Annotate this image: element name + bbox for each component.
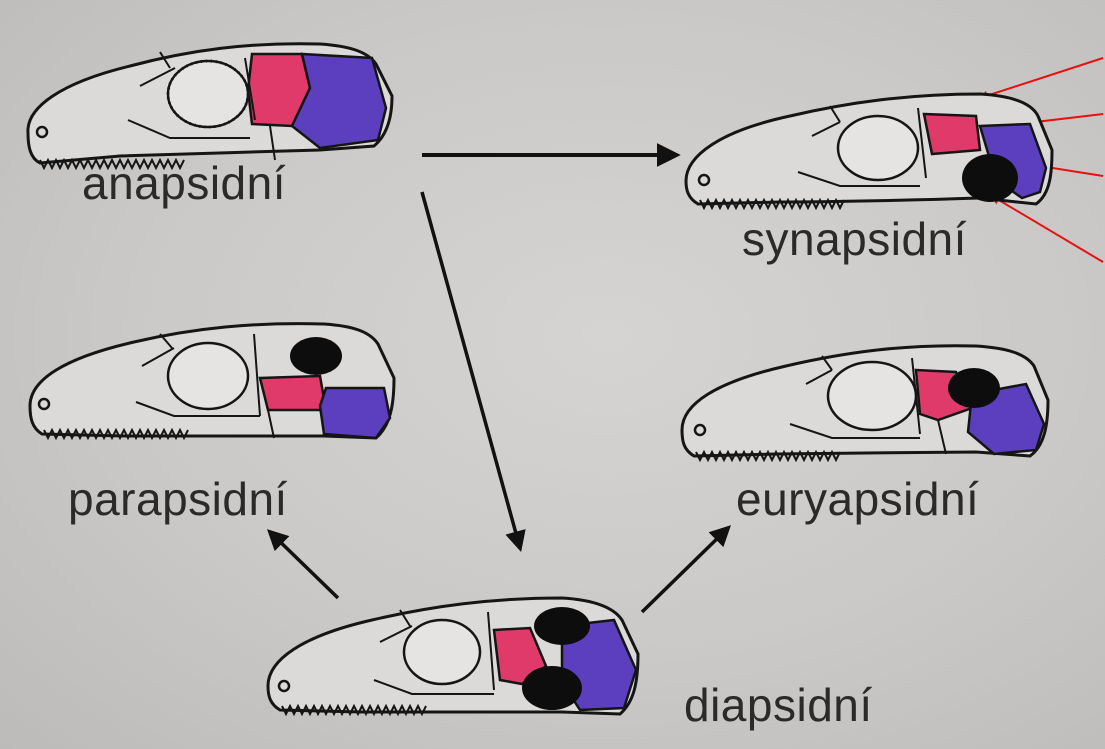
diapsid-skull [262,590,652,740]
temporal-fenestra [948,368,1000,408]
postorbital-bone [260,376,326,410]
euryapsid-label: euryapsidní [736,476,979,522]
orbit [828,362,916,430]
temporal-fenestra [290,337,342,375]
diapsid-label: diapsidní [684,682,873,728]
postorbital-bone [924,114,980,154]
arrow-anapsid-to-diapsid [422,192,520,548]
orbit [168,343,248,409]
parapsid-label: parapsidní [68,476,288,522]
arrow-diapsid-to-euryapsid [642,528,728,612]
orbit [404,620,480,684]
upper-temporal-fenestra [534,607,590,645]
squamosal-bone [292,54,386,148]
lower-temporal-fenestra [522,666,582,710]
synapsid-skull [680,86,1060,226]
anapsid-label: anapsidní [82,160,286,206]
squamosal-bone [320,388,390,438]
euryapsid-skull [676,338,1056,478]
synapsid-label: synapsidní [742,216,967,262]
temporal-fenestra [962,154,1018,202]
orbit [838,116,918,180]
parapsid-skull [24,318,404,468]
arrow-diapsid-to-parapsid [270,532,338,598]
